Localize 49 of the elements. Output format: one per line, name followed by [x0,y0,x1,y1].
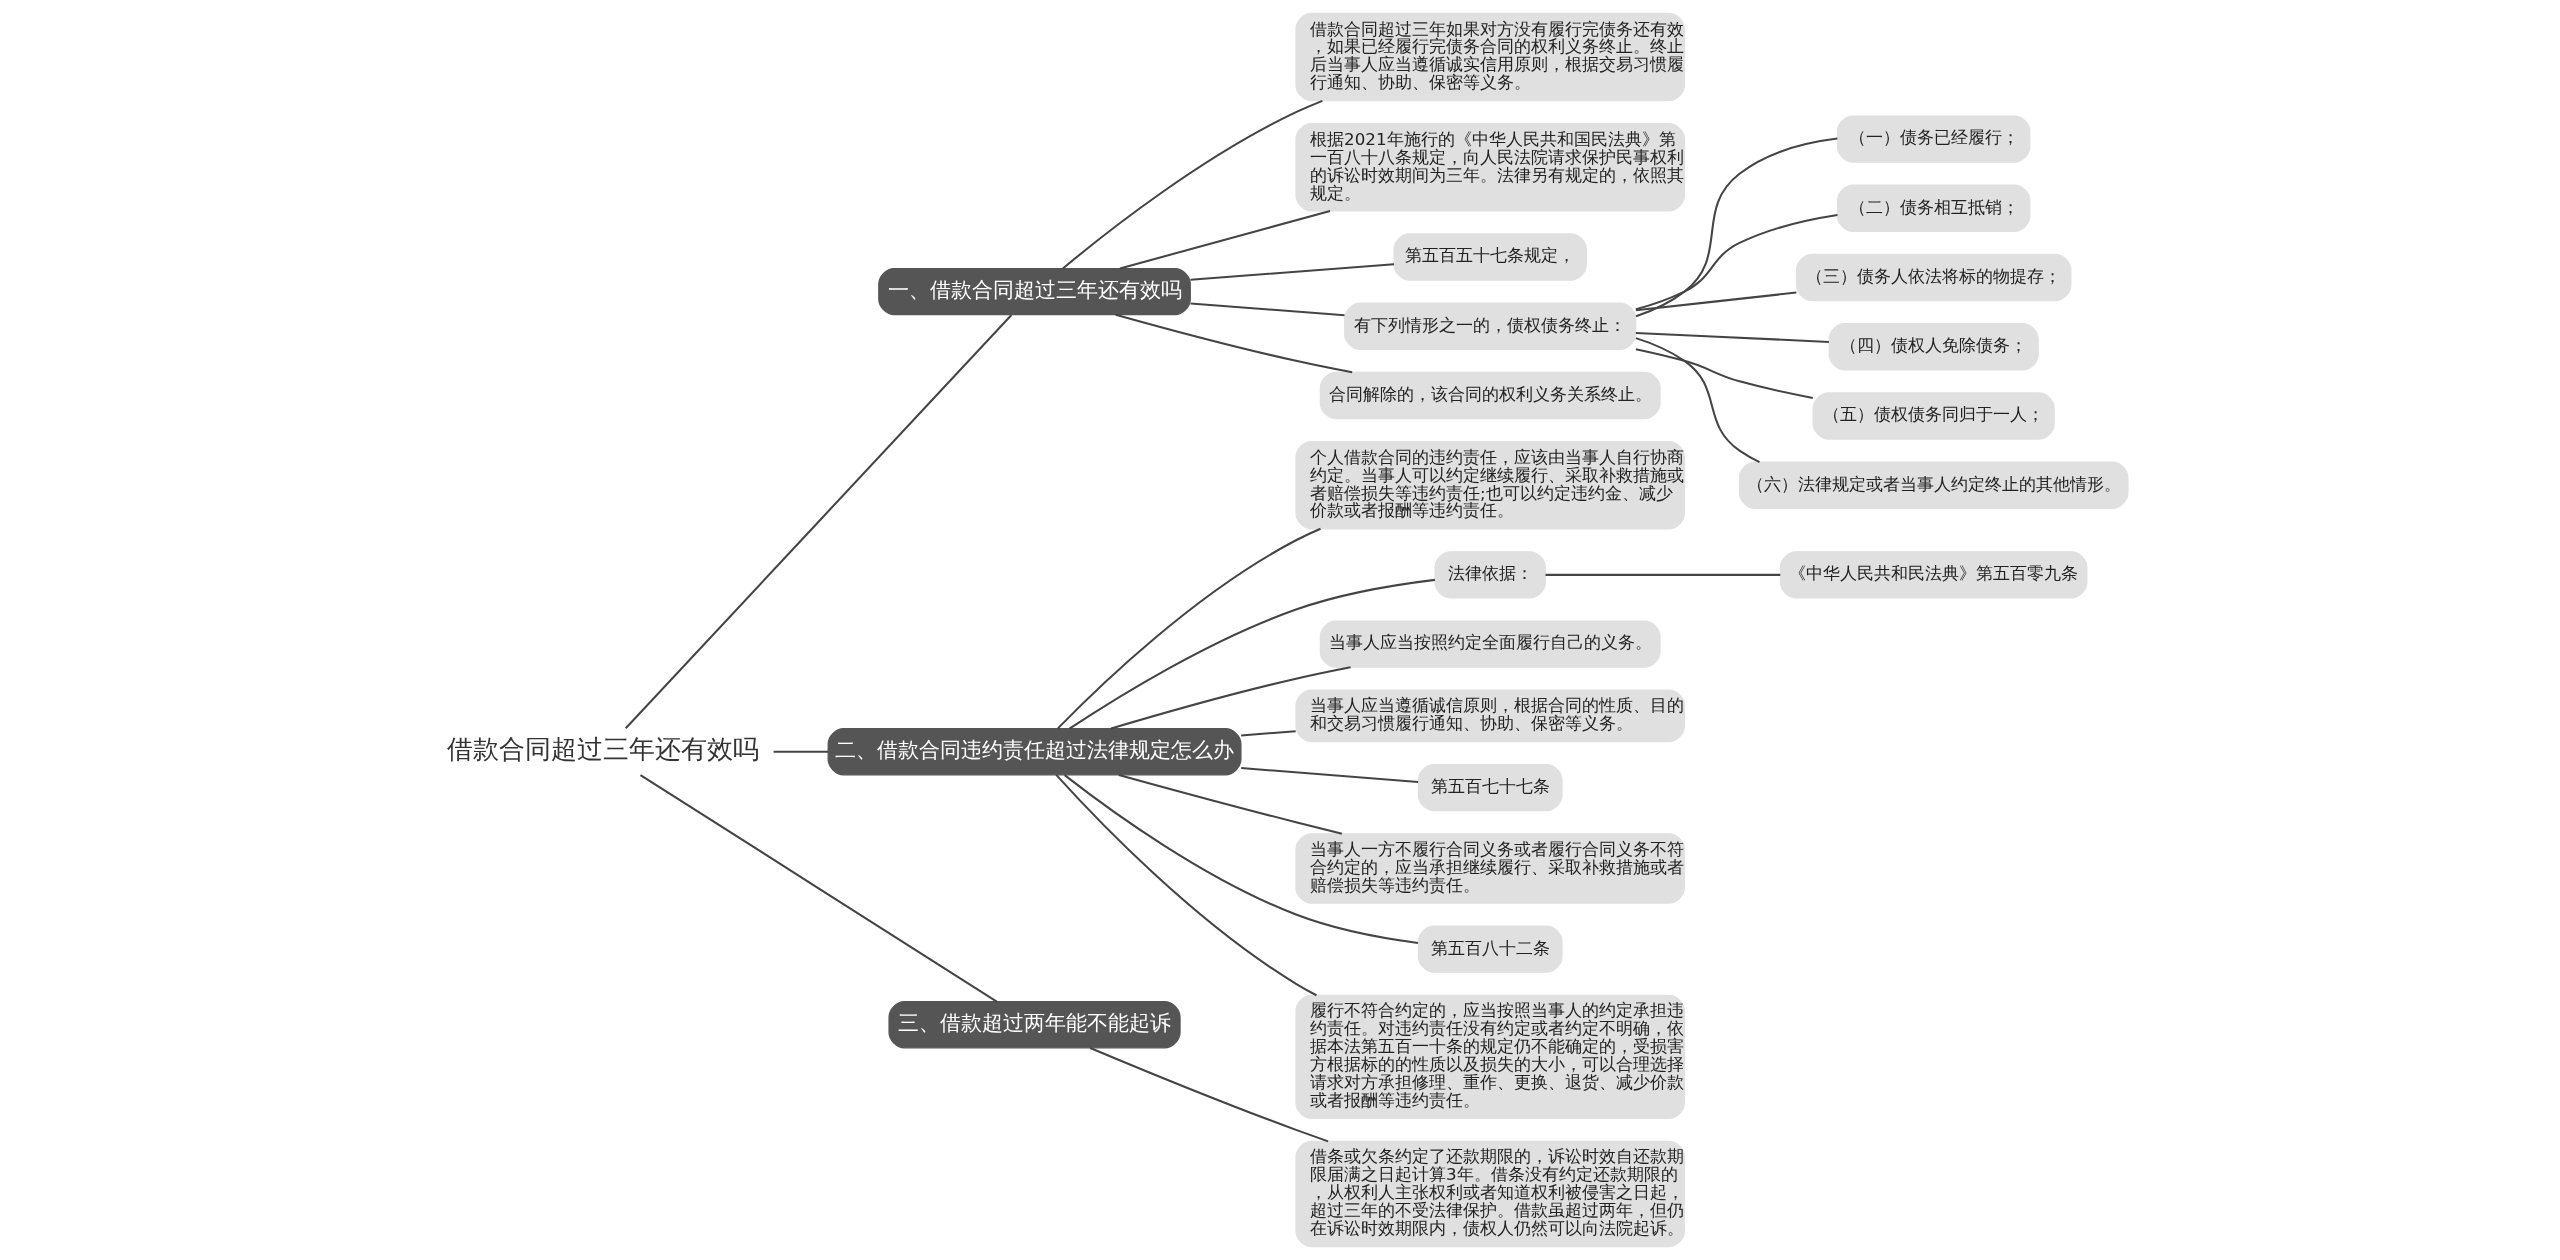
connector [773,750,829,753]
connector [1055,774,1317,997]
connector [1635,337,1760,463]
node-box: 二、借款合同违约责任超过法律规定怎么办 [827,728,1242,776]
connector [639,774,998,1003]
connector [1241,767,1419,784]
node-box: 借款合同超过三年如果对方没有履行完债务还有效，如果已经履行完债务合同的权利义务终止。终止后当事人应当遵循诚实信用原则，根据交易习惯履行通知、协助、保密等义务。 [1295,12,1686,102]
node-box: 三、借款超过两年能不能起诉 [888,1001,1181,1049]
connector [1110,666,1351,730]
connector [1635,348,1813,399]
node-box: 当事人应当遵循诚信原则，根据合同的性质、目的和交易习惯履行通知、协助、保密等义务。 [1295,689,1686,743]
node-box: 根据2021年施行的《中华人民共和国民法典》第一百八十八条规定，向人民法院请求保护民事权利的诉讼时效期间为三年。法律另有规定的，依照其规定。 [1295,123,1686,212]
node-box: 合同解除的，该合同的权利义务关系终止。 [1319,371,1661,420]
node-box: 法律依据： [1434,551,1546,599]
connector [625,314,1013,729]
connector [1190,263,1395,281]
node-box: （五）债权债务同归于一人； [1812,392,2055,440]
connector [1545,573,1781,576]
connector [1635,137,1838,318]
connector [1115,313,1353,374]
node-box: 履行不符合约定的，应当按照当事人的约定承担违约责任。对违约责任没有约定或者约定不明确，依据本法第五百一十条的规定仍不能确定的，受损害方根据标的的性质以及损失的大小，可以合理选择请求对方承担修理、重作、更换、退货、减少价款或者报酬等违约责任。 [1295,994,1686,1119]
connector [1190,302,1345,317]
connector [1635,291,1797,312]
connector [1635,331,1829,343]
node-box: 第五百五十七条规定， [1393,233,1587,281]
connector [1089,1047,1329,1143]
node-box: （四）债权人免除债务； [1828,323,2039,371]
connector [1241,730,1296,737]
node-box: 《中华人民共和民法典》第五百零九条 [1779,551,2088,599]
node-box: （三）债务人依法将标的物提存； [1795,253,2072,302]
connector [1635,213,1838,311]
node-box: （二）债务相互抵销； [1836,184,2031,232]
connector [1057,527,1321,730]
node-box: 当事人一方不履行合同义务或者履行合同义务不符合约定的，应当承担继续履行、采取补救措施或者赔偿损失等违约责任。 [1295,833,1686,904]
connector [1068,578,1436,730]
connector [1062,99,1323,270]
connector [1064,774,1419,944]
node-box: 借条或欠条约定了还款期限的，诉讼时效自还款期限届满之日起计算3年。借条没有约定还款期限的，从权利人主张权利或者知道权利被侵害之日起，超过三年的不受法律保护。借款虽超过两年，但仍在诉讼时效期限内，债权人仍然可以向法院起诉。 [1295,1140,1686,1248]
node-box: 第五百八十二条 [1417,925,1563,973]
node-box: 一、借款合同超过三年还有效吗 [878,267,1191,316]
node-box: （一）债务已经履行； [1836,115,2031,163]
node-box: 有下列情形之一的，债权债务终止： [1344,302,1637,350]
node-box: 第五百七十七条 [1417,763,1563,812]
connector [1118,773,1343,835]
node-box: 当事人应当按照约定全面履行自己的义务。 [1319,620,1661,668]
node-text: 借款合同超过三年还有效吗 [446,734,759,765]
connector [1119,209,1331,270]
node-box: （六）法律规定或者当事人约定终止的其他情形。 [1738,461,2129,509]
node-box: 个人借款合同的违约责任，应该由当事人自行协商约定。当事人可以约定继续履行、采取补救措施或者赔偿损失等违约责任;也可以约定违约金、减少价款或者报酬等违约责任。 [1295,440,1686,530]
